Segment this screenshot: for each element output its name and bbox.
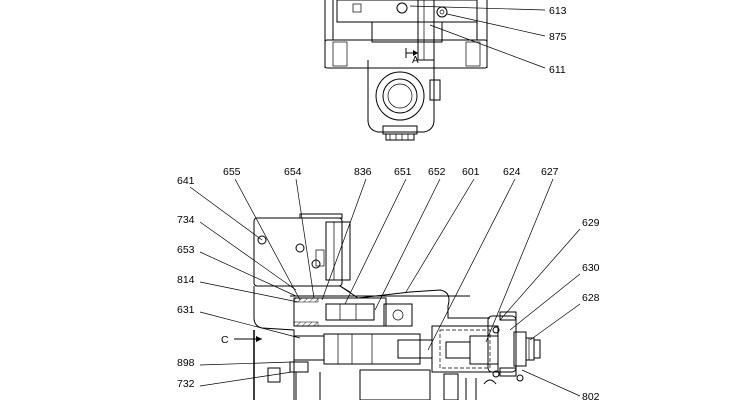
callout-641: 641 (177, 175, 195, 187)
callout-653: 653 (177, 244, 195, 256)
top-view: A 613 875 611 (324, 0, 567, 141)
callout-613: 613 (549, 5, 567, 17)
callout-629: 629 (582, 217, 600, 229)
callout-611: 611 (549, 64, 566, 76)
view-arrow-label-c: C (221, 334, 229, 346)
section-mark-a: A (412, 55, 419, 66)
callout-734: 734 (177, 214, 195, 226)
callout-836: 836 (354, 166, 372, 178)
section-view: C 641 655 654 836 651 652 601 624 627 73… (177, 166, 600, 400)
callout-652: 652 (428, 166, 446, 178)
callout-814: 814 (177, 274, 195, 286)
callout-627: 627 (541, 166, 559, 178)
callout-651: 651 (394, 166, 412, 178)
callout-654: 654 (284, 166, 302, 178)
callout-624: 624 (503, 166, 521, 178)
callout-655: 655 (223, 166, 241, 178)
callout-628: 628 (582, 292, 600, 304)
callout-875: 875 (549, 31, 567, 43)
callout-601: 601 (462, 166, 480, 178)
callout-898: 898 (177, 357, 195, 369)
callout-631: 631 (177, 304, 195, 316)
callout-802: 802 (582, 391, 600, 400)
callout-630: 630 (582, 262, 600, 274)
callout-732: 732 (177, 378, 195, 390)
